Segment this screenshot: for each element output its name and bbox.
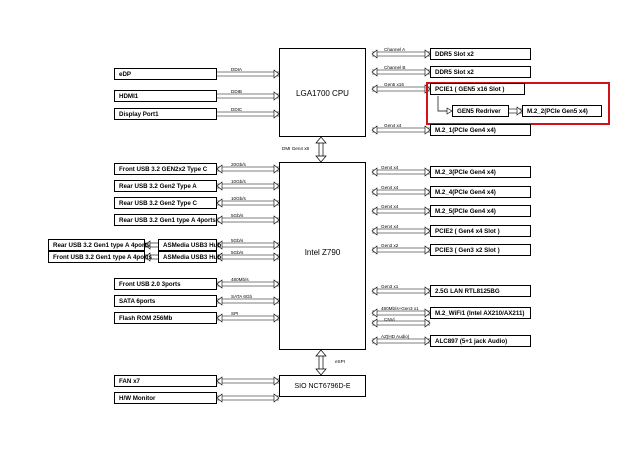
- pch-left-link-6: [216, 279, 280, 289]
- cpu-left-link-2: [217, 109, 280, 119]
- cpu-right-bus-2: Gen5 x16: [384, 82, 404, 87]
- sio-device-1: H/W Monitor: [114, 392, 217, 404]
- sio-link-1: [216, 393, 280, 403]
- cpu-label: LGA1700 CPU: [296, 89, 349, 98]
- usb-hub-port-4: Rear USB 3.2 Gen1 type A 4ports: [48, 239, 150, 251]
- usb-hub-port-5: Front USB 3.2 Gen1 type A 4ports: [48, 251, 152, 263]
- pch-left-link-7: [216, 296, 280, 306]
- cpu-right-device-2: PCIE1 ( GEN5 x16 Slot ): [430, 83, 525, 95]
- pch-right-device-0: M.2_3(PCIe Gen4 x4): [430, 166, 531, 178]
- pch-left-device-2: Rear USB 3.2 Gen2 Type C: [114, 197, 217, 209]
- pch-right-link-5: [371, 286, 431, 296]
- pch-left-bus-0: 20Gb/s: [231, 162, 246, 167]
- cpu-right-device-1: DDR5 Slot x2: [430, 66, 531, 78]
- cpu-right-device-0: DDR5 Slot x2: [430, 48, 531, 60]
- cpu-left-device-2: Display Port1: [114, 108, 217, 120]
- cpu-right-link-3: [371, 125, 431, 135]
- sio-chip: SIO NCT6796D-E: [279, 375, 366, 397]
- pch-left-device-1: Rear USB 3.2 Gen2 Type A: [114, 180, 217, 192]
- sio-label: SIO NCT6796D-E: [294, 382, 351, 390]
- cpu-right-device-3: M.2_1(PCIe Gen4 x4): [430, 124, 531, 136]
- cpu-left-bus-2: DDIC: [231, 107, 243, 112]
- pch-right-device-1: M.2_4(PCIe Gen4 x4): [430, 186, 531, 198]
- pch-right-link-7: [371, 336, 431, 346]
- cpu-right-bus-0: Channel A: [384, 47, 406, 52]
- pch-left-bus-3: 5Gb/s: [231, 213, 244, 218]
- usb-hub-port-link-5: [144, 252, 158, 262]
- pch-right-device-7: ALC897 (5+1 jack Audio): [430, 335, 531, 347]
- usb-hub-port-link-4: [144, 240, 158, 250]
- pch-left-link-3: [216, 215, 280, 225]
- pch-left-link-2: [216, 198, 280, 208]
- pch-right-device-5: 2.5G LAN RTL8125BG: [430, 285, 531, 297]
- cpu-left-device-0: eDP: [114, 68, 217, 80]
- pch-right-bus-1: Gen4 x4: [381, 185, 399, 190]
- pch-left-bus-1: 10Gb/s: [231, 179, 246, 184]
- pch-right-device-6: M.2_WiFi1 (Intel AX210/AX211): [430, 307, 531, 319]
- cpu-left-link-0: [217, 69, 280, 79]
- pch-left-bus-2: 10Gb/s: [231, 196, 246, 201]
- pch-left-device-3: Rear USB 3.2 Gen1 type A 4ports: [114, 214, 217, 226]
- cpu-left-device-1: HDMI1: [114, 90, 217, 102]
- pch-left-link-1: [216, 181, 280, 191]
- pch-right-bus-0: Gen4 x4: [381, 165, 399, 170]
- sio-link-0: [216, 376, 280, 386]
- m2-2-gen5-slot: M.2_2(PCIe Gen5 x4): [522, 105, 602, 117]
- pch-right-link-3: [371, 226, 431, 236]
- pch-right-link-6: [371, 308, 431, 318]
- pch-chip: Intel Z790: [279, 162, 366, 350]
- pch-wifi-cnvi-bus: CNVi: [384, 317, 395, 322]
- espi-label: eSPI: [335, 359, 345, 364]
- pch-right-device-2: M.2_5(PCIe Gen4 x4): [430, 205, 531, 217]
- pch-right-bus-4: Gen3 x2: [381, 243, 399, 248]
- cpu-right-link-1: [371, 67, 431, 77]
- pch-left-bus-4: 5Gb/s: [231, 238, 244, 243]
- redriver-block: GEN5 Redriver: [452, 105, 509, 117]
- usb-hub-4: ASMedia USB3 Hub: [158, 239, 221, 251]
- pch-left-link-8: [216, 313, 280, 323]
- redriver-branch-line: [437, 96, 453, 115]
- pch-left-link-4: [216, 240, 280, 250]
- pch-left-device-0: Front USB 3.2 GEN2x2 Type C: [114, 163, 217, 175]
- pch-left-device-7: SATA 6ports: [114, 295, 217, 307]
- sio-device-0: FAN x7: [114, 375, 217, 387]
- pch-right-link-4: [371, 245, 431, 255]
- pch-right-link-1: [371, 187, 431, 197]
- pch-left-link-0: [216, 164, 280, 174]
- pch-left-bus-7: SATA 6Gb: [231, 294, 253, 299]
- pch-right-bus-2: Gen4 x4: [381, 204, 399, 209]
- espi-arrow: [315, 349, 327, 376]
- pch-wifi-cnvi-link: [371, 318, 431, 328]
- pch-right-bus-6: 480Mb/s+Gen3 x1: [381, 306, 419, 311]
- cpu-right-link-0: [371, 49, 431, 59]
- redriver-m2-link: [509, 106, 523, 116]
- cpu-left-bus-1: DDIB: [231, 89, 242, 94]
- usb-hub-5: ASMedia USB3 Hub: [158, 251, 221, 263]
- pch-left-link-5: [216, 252, 280, 262]
- pch-right-device-4: PCIE3 ( Gen3 x2 Slot ): [430, 244, 531, 256]
- pch-right-bus-7: AZ(HD Audio): [381, 334, 410, 339]
- pch-left-bus-8: SPI: [231, 311, 239, 316]
- cpu-right-bus-3: Gen4 x4: [384, 123, 402, 128]
- cpu-left-link-1: [217, 91, 280, 101]
- pch-right-bus-3: Gen4 x4: [381, 224, 399, 229]
- pch-label: Intel Z790: [304, 248, 341, 257]
- pch-right-bus-5: Gen3 x1: [381, 284, 399, 289]
- pch-left-bus-6: 480Mb/s: [231, 277, 249, 282]
- dmi-label: DMI Gen4 x8: [282, 146, 310, 151]
- pch-right-link-2: [371, 206, 431, 216]
- cpu-left-bus-0: DDIA: [231, 67, 242, 72]
- pch-right-link-0: [371, 167, 431, 177]
- pch-left-device-6: Front USB 2.0 3ports: [114, 278, 217, 290]
- cpu-right-bus-1: Channel B: [384, 65, 406, 70]
- pch-left-bus-5: 5Gb/s: [231, 250, 244, 255]
- pch-left-device-8: Flash ROM 256Mb: [114, 312, 217, 324]
- cpu-chip: LGA1700 CPU: [279, 48, 366, 137]
- pch-right-device-3: PCIE2 ( Gen4 x4 Slot ): [430, 225, 531, 237]
- dmi-arrow: [315, 136, 327, 163]
